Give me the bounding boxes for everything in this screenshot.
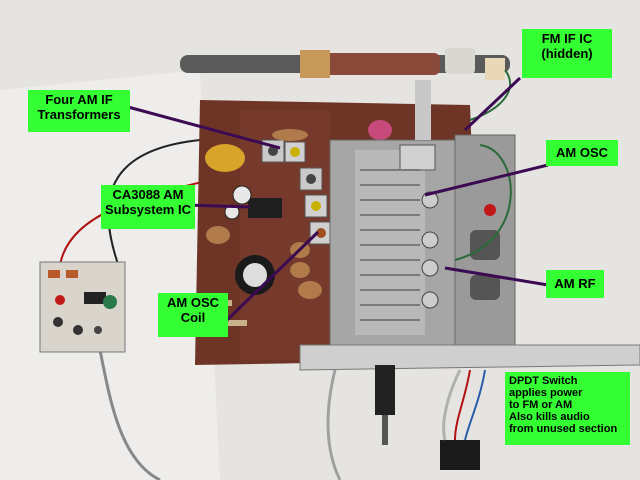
label-dpdt-switch: DPDT Switch applies power to FM or AM Al…: [505, 372, 630, 445]
label-am-rf: AM RF: [546, 270, 604, 298]
label-am-osc-coil: AM OSC Coil: [158, 293, 228, 337]
label-fm-if-ic: FM IF IC (hidden): [522, 29, 612, 78]
label-four-am-if-transformers: Four AM IF Transformers: [28, 90, 130, 132]
small-amp-board: [39, 261, 126, 353]
leader-lines: [127, 76, 549, 324]
label-am-osc: AM OSC: [546, 140, 618, 166]
label-ca3088-ic: CA3088 AM Subsystem IC: [101, 185, 195, 229]
dpdt-switch-hardware: [326, 365, 486, 480]
ferrite-antenna: [180, 48, 510, 80]
tuning-gang-chassis: [299, 80, 640, 371]
